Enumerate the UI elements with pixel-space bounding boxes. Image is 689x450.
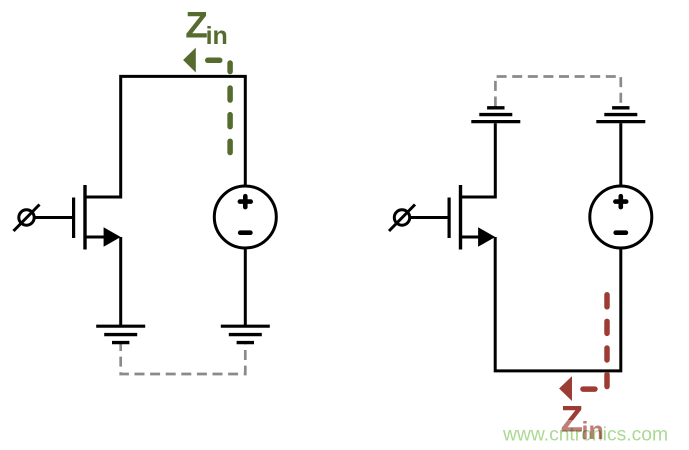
svg-text:www.cntronics.com: www.cntronics.com [502, 424, 668, 445]
svg-text:in: in [206, 22, 228, 50]
svg-text:Z: Z [185, 4, 208, 45]
svg-text:Z: Z [561, 399, 584, 440]
svg-text:in: in [582, 417, 604, 445]
